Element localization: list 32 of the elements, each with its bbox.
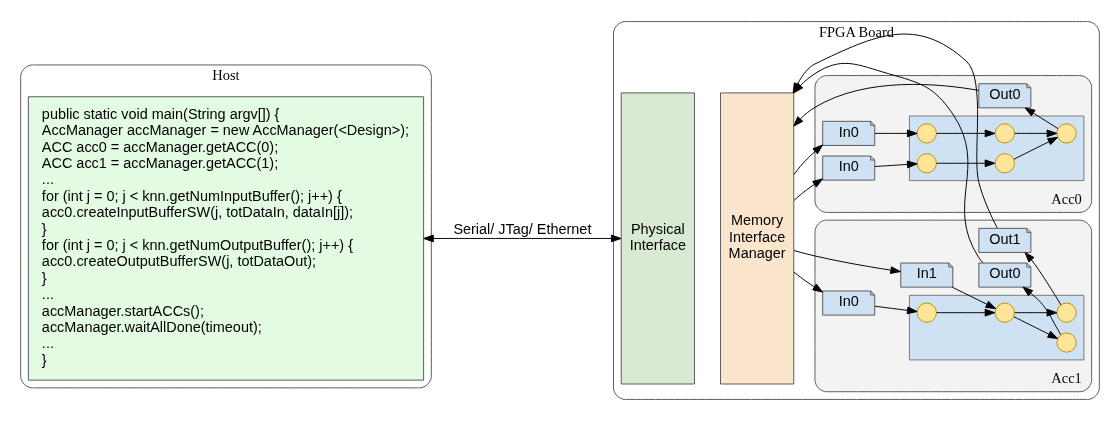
arrow bbox=[936, 159, 996, 168]
node-box: Memory Interface Manager bbox=[720, 92, 795, 385]
node-circle bbox=[1056, 302, 1077, 323]
arrow bbox=[1014, 308, 1058, 317]
node-circle bbox=[1056, 123, 1077, 144]
arrow bbox=[793, 144, 823, 175]
arrow bbox=[951, 286, 997, 310]
node-box: Physical Interface bbox=[620, 92, 695, 385]
node-circle bbox=[916, 123, 937, 144]
arrow bbox=[1014, 129, 1058, 138]
node-circle bbox=[1056, 332, 1077, 353]
arrow bbox=[1024, 252, 1062, 306]
arrow bbox=[793, 271, 824, 293]
arrow bbox=[1013, 136, 1059, 160]
arrow bbox=[793, 178, 824, 201]
arrow bbox=[874, 129, 918, 138]
arrow bbox=[1024, 107, 1059, 130]
node-circle bbox=[994, 153, 1015, 174]
arrow bbox=[423, 234, 622, 243]
arrow bbox=[1013, 316, 1059, 340]
node-circle bbox=[994, 123, 1015, 144]
node-circle bbox=[916, 302, 937, 323]
arrow bbox=[793, 250, 901, 274]
arrow bbox=[936, 308, 996, 317]
arrow bbox=[1022, 286, 1062, 336]
arrow bbox=[874, 305, 918, 315]
edge-label: Serial/ JTag/ Ethernet bbox=[453, 220, 592, 237]
node-circle bbox=[916, 153, 937, 174]
arrow bbox=[874, 160, 918, 169]
arrow bbox=[936, 129, 996, 138]
node-circle bbox=[994, 302, 1015, 323]
node-box: public static void main(String argv[]) { AccManager accManager = new AccManager(<Design>); ACC acc0 = accManager.getACC(0); ACC acc1 = accManager.getACC(1); ... for (int j = 0; j < knn.getNumInputBuffer(); j++) { acc0.createInputBufferSW(j, totDataIn, dataIn[j]); } for (int j = 0; j < knn.getNumOutputBuffer(); j++) { acc0.createOutputBufferSW(j, totDataOut); } ... accManager.startACCs(); accManager.waitAllDone(timeout); ... } bbox=[27, 96, 425, 381]
